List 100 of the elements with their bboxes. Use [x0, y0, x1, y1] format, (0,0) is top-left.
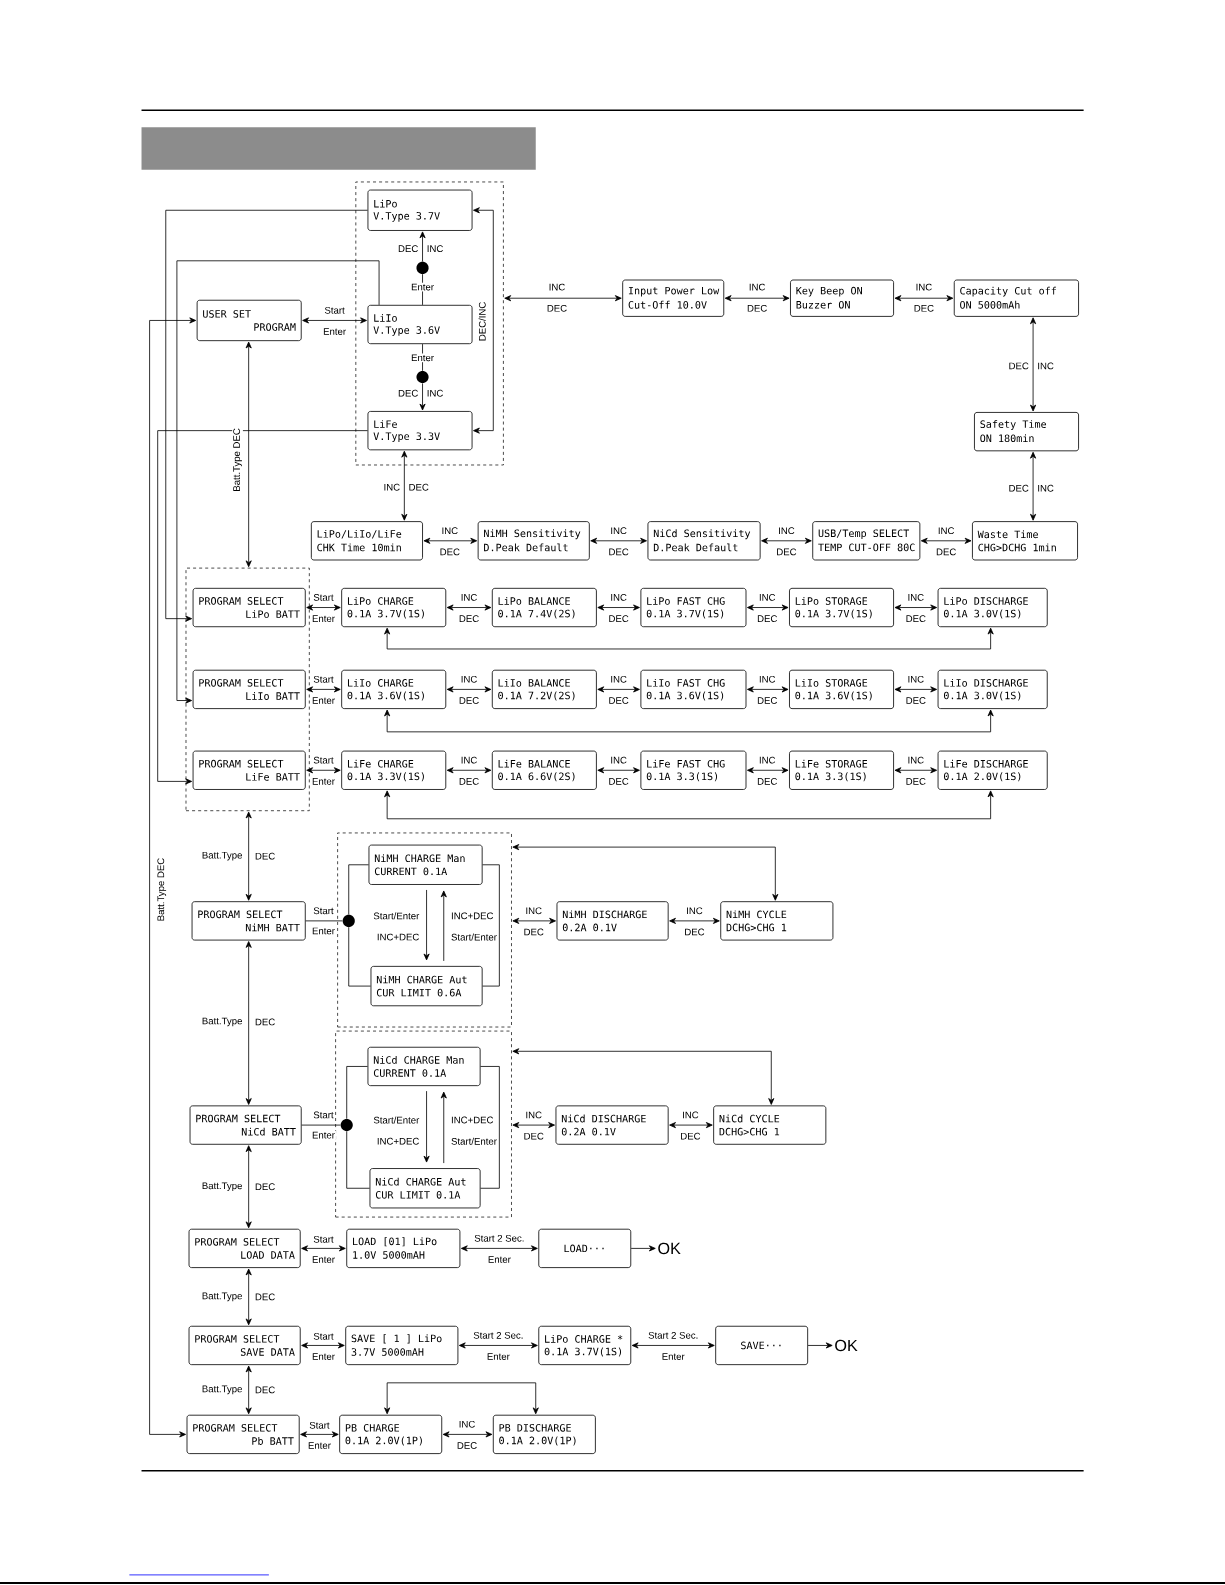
- key-label: INC: [425, 244, 445, 254]
- connector-line: [346, 1066, 368, 1120]
- arrow: [306, 686, 341, 693]
- edge-label: INC: [681, 1110, 700, 1120]
- key-label: DEC: [455, 1441, 479, 1450]
- lcd-screen-box: NiMH Sensitivity D.Peak Default: [477, 521, 590, 561]
- edge-label: Batt.Type: [200, 1016, 244, 1028]
- key-label: DEC: [457, 696, 481, 705]
- lcd-screen-box: PB CHARGE 0.1A 2.0V(1P): [339, 1414, 443, 1454]
- lcd-screen-box: PROGRAM SELECT NiCd BATT: [189, 1105, 302, 1145]
- key-label: INC+DEC: [375, 1136, 421, 1146]
- lcd-screen-box: LiFe V.Type 3.3V: [367, 411, 473, 451]
- arrow: [597, 686, 640, 693]
- arrow: [176, 260, 380, 704]
- edge-label: INC: [459, 674, 479, 684]
- arrow: [301, 1245, 346, 1252]
- result-text: OK: [658, 1242, 681, 1255]
- arrow: [440, 1091, 447, 1164]
- arrow: [597, 767, 640, 774]
- arrow: [419, 382, 426, 411]
- key-label: INC: [1036, 483, 1055, 493]
- lcd-screen-box: USB/Temp SELECT TEMP CUT-OFF 80C: [812, 521, 921, 561]
- lcd-screen-box: USER SET PROGRAM: [196, 299, 302, 342]
- arrow: [630, 1245, 656, 1252]
- lcd-screen-box: Input Power Low Cut-Off 10.0V: [622, 279, 725, 317]
- dashed-group-frame: [355, 181, 504, 466]
- edge-label: INC: [777, 526, 796, 536]
- arrow: [306, 604, 341, 611]
- lcd-screen-box: PROGRAM SELECT LOAD DATA: [188, 1228, 301, 1268]
- lcd-screen-box: NiCd DISCHARGE 0.2A 0.1V: [555, 1105, 669, 1145]
- edge-label: Start/Enter: [372, 911, 421, 921]
- key-label: Start/Enter: [449, 932, 498, 942]
- arrow: [631, 1342, 715, 1349]
- lcd-screen-box: NiMH CHARGE Aut CUR LIMIT 0.6A: [370, 965, 483, 1007]
- edge-label: Batt.Type DEC: [156, 856, 168, 923]
- lcd-screen-box: LiFe CHARGE 0.1A 3.3V(1S): [341, 750, 447, 790]
- key-label: Enter: [306, 1441, 332, 1450]
- lcd-screen-box: SAVE [ 1 ] LiPo 3.7V 5000mAH: [345, 1325, 459, 1366]
- edge-label: INC: [609, 674, 628, 684]
- edge-label: INC: [524, 906, 543, 916]
- arrow: [761, 537, 812, 544]
- lcd-screen-box: LiIo V.Type 3.6V: [367, 304, 473, 345]
- edge-label: DEC: [1007, 483, 1030, 493]
- arrow: [245, 341, 252, 568]
- arrow: [894, 767, 937, 774]
- edge-label: INC: [757, 674, 777, 684]
- key-label: Enter: [310, 777, 336, 786]
- arrow: [1030, 317, 1037, 412]
- lcd-screen-box: NiCd CHARGE Aut CUR LIMIT 0.1A: [369, 1168, 481, 1209]
- lcd-screen-box: LiFe DISCHARGE 0.1A 2.0V(1S): [937, 750, 1048, 790]
- edge-label: Start: [308, 1420, 331, 1430]
- key-label: DEC: [522, 927, 545, 937]
- key-label: Enter: [486, 1255, 512, 1264]
- edge-label: Start 2 Sec.: [473, 1233, 526, 1243]
- lcd-screen-box: LiFe FAST CHG 0.1A 3.3(1S): [640, 750, 747, 790]
- lcd-screen-box: PROGRAM SELECT LiFe BATT: [192, 750, 306, 790]
- key-label: DEC: [545, 303, 569, 313]
- connector-line: [348, 926, 371, 987]
- lcd-screen-box: NiCd CYCLE DCHG>CHG 1: [713, 1105, 827, 1145]
- arrow: [1030, 451, 1037, 521]
- arrow: [746, 604, 789, 611]
- key-label: DEC: [438, 547, 461, 557]
- arrow: [597, 604, 640, 611]
- lcd-screen-box: LiPo FAST CHG 0.1A 3.7V(1S): [640, 587, 747, 628]
- arrow: [590, 537, 647, 544]
- lcd-screen-box: LiPo CHARGE * 0.1A 3.7V(1S): [538, 1325, 632, 1366]
- key-label: DEC: [912, 303, 935, 313]
- key-label: DEC: [253, 851, 277, 861]
- arrow: [807, 1342, 833, 1349]
- lcd-screen-box: LOAD···: [538, 1228, 632, 1268]
- edge-label: Start: [312, 1234, 335, 1244]
- edge-label: INC: [459, 755, 479, 765]
- arrow: [920, 537, 972, 544]
- edge-label: DEC: [396, 244, 420, 254]
- lcd-screen-box: SAVE···: [715, 1325, 808, 1366]
- arrow: [245, 1145, 252, 1229]
- key-label: DEC: [756, 777, 779, 786]
- arrow: [149, 317, 197, 1438]
- arrow: [245, 1365, 252, 1415]
- edge-label: Batt.Type: [200, 850, 244, 862]
- key-label: INC: [1036, 361, 1055, 371]
- lcd-screen-box: LiPo BALANCE 0.1A 7.4V(2S): [491, 587, 597, 628]
- arrow: [512, 844, 779, 901]
- arrow: [669, 917, 720, 924]
- key-label: DEC: [683, 927, 706, 937]
- edge-label: Start: [312, 755, 335, 765]
- arrow: [423, 1090, 430, 1163]
- edge-label: INC: [906, 674, 926, 684]
- arrow: [669, 1122, 713, 1129]
- edge-label: INC: [685, 906, 704, 916]
- connector-line: [346, 1130, 370, 1189]
- edge-label: Start: [323, 305, 346, 315]
- edge-label: Start: [312, 593, 335, 602]
- arrow: [300, 1431, 339, 1438]
- arrow: [894, 295, 954, 302]
- arrow: [894, 686, 937, 693]
- arrow: [746, 686, 789, 693]
- dashed-group-frame: [337, 832, 512, 1028]
- key-label: DEC: [457, 614, 481, 624]
- key-label: Enter: [310, 926, 336, 936]
